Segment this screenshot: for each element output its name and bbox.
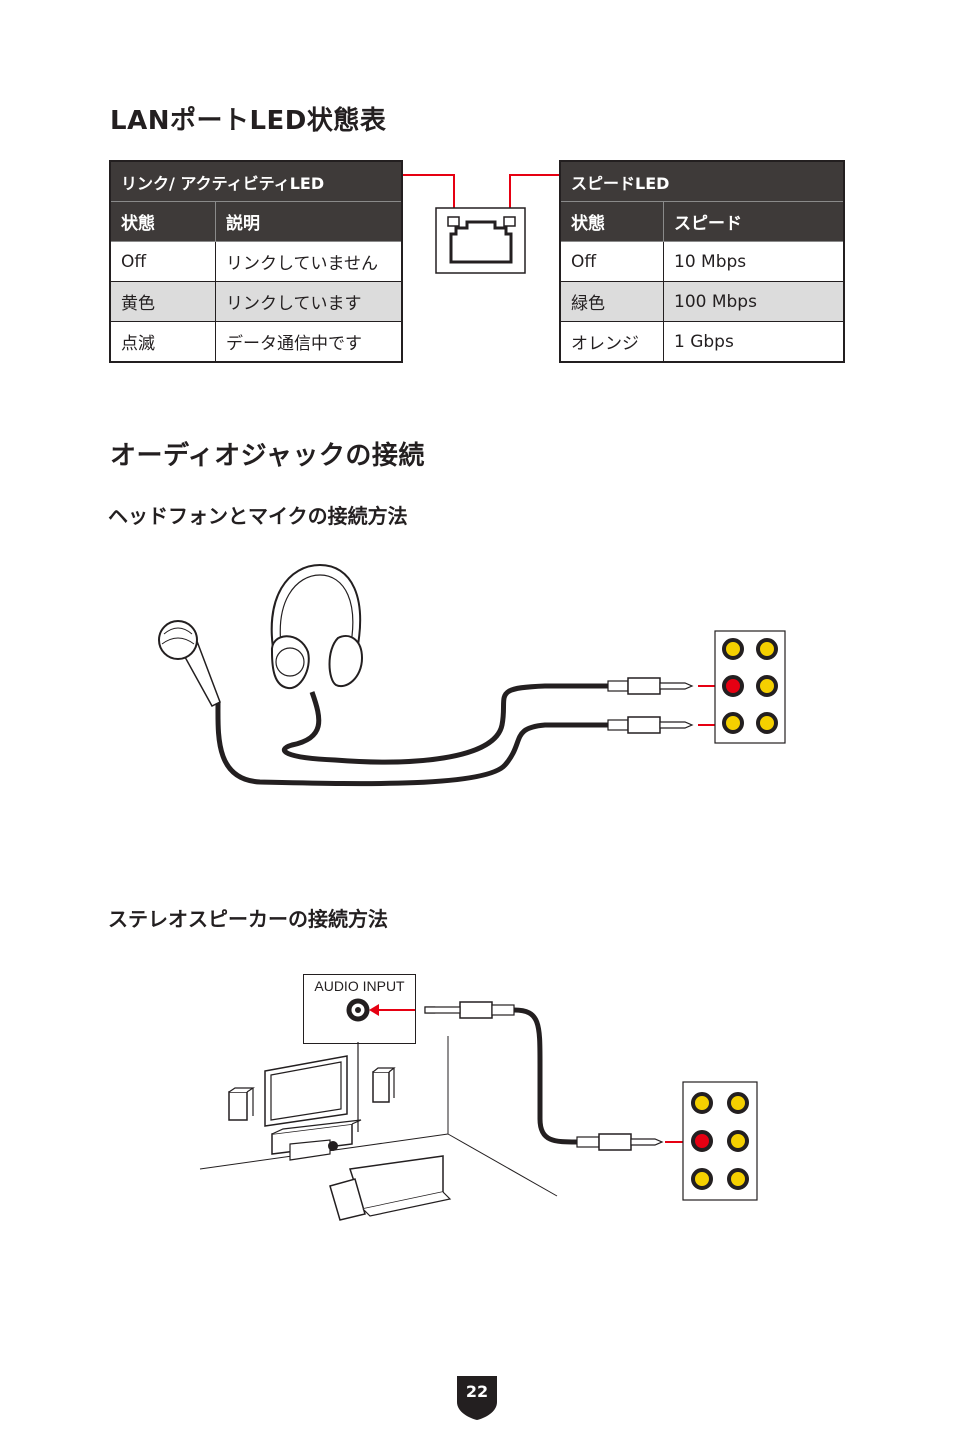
link-table-header-description: 説明 <box>215 201 403 242</box>
page-number: 22 <box>465 1382 489 1401</box>
table-cell: 100 Mbps <box>663 281 845 322</box>
table-cell: データ通信中です <box>215 321 403 363</box>
table-row: オレンジ 1 Gbps <box>559 321 845 363</box>
speaker-subsection-title: ステレオスピーカーの接続方法 <box>108 907 388 931</box>
receiver-icon <box>271 1119 362 1161</box>
table-cell: 緑色 <box>559 281 664 322</box>
audio-section-title: オーディオジャックの接続 <box>110 441 425 471</box>
page-number-badge <box>457 1376 497 1420</box>
audio-plug-icon <box>576 1133 664 1151</box>
audio-plug-icon <box>424 1001 515 1019</box>
speed-table-title: スピードLED <box>559 160 845 202</box>
audio-plug-icon <box>607 677 694 695</box>
audio-input-box: AUDIO INPUT <box>303 974 416 1044</box>
link-activity-led-table: リンク/ アクティビティLED 状態 説明 Off リンクしていません 黄色 リ… <box>109 160 403 363</box>
tv-icon <box>264 1055 348 1127</box>
headphone-mic-diagram <box>158 563 786 787</box>
headphones-icon <box>270 563 364 690</box>
table-cell: 1 Gbps <box>663 321 845 363</box>
audio-input-label: AUDIO INPUT <box>314 978 405 994</box>
table-row: 緑色 100 Mbps <box>559 281 845 322</box>
audio-plug-icon <box>607 716 694 734</box>
audio-jack-panel-icon <box>682 1081 758 1201</box>
stereo-speaker-diagram <box>199 998 758 1221</box>
table-row: Off リンクしていません <box>109 241 403 282</box>
table-row: Off 10 Mbps <box>559 241 845 282</box>
table-row: 黄色 リンクしています <box>109 281 403 322</box>
link-table-header-state: 状態 <box>109 201 216 242</box>
link-table-title: リンク/ アクティビティLED <box>109 160 403 202</box>
table-row: 点滅 データ通信中です <box>109 321 403 363</box>
table-cell: Off <box>559 241 664 282</box>
speaker-icon <box>228 1087 255 1121</box>
table-cell: 点滅 <box>109 321 216 363</box>
lan-section-title: LANポートLED状態表 <box>110 106 387 136</box>
table-cell: 10 Mbps <box>663 241 845 282</box>
speed-table-header-state: 状態 <box>559 201 664 242</box>
table-cell: リンクしています <box>215 281 403 322</box>
table-cell: Off <box>109 241 216 282</box>
speaker-icon <box>372 1067 396 1103</box>
speed-table-header-speed: スピード <box>663 201 845 242</box>
speed-led-table: スピードLED 状態 スピード Off 10 Mbps 緑色 100 Mbps … <box>559 160 845 363</box>
lan-port-icon <box>403 174 560 274</box>
table-cell: リンクしていません <box>215 241 403 282</box>
sofa-icon <box>329 1155 452 1221</box>
table-cell: 黄色 <box>109 281 216 322</box>
table-cell: オレンジ <box>559 321 664 363</box>
lan-port-diagram <box>403 174 560 274</box>
microphone-icon <box>158 620 221 707</box>
audio-jack-panel-icon <box>714 630 786 744</box>
headphone-subsection-title: ヘッドフォンとマイクの接続方法 <box>108 504 408 528</box>
